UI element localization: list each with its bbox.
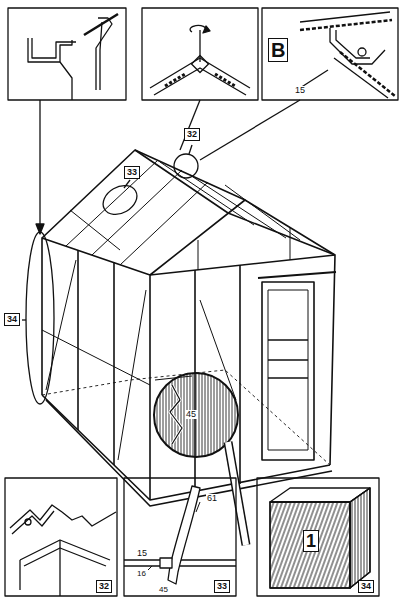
callout-number: 33 bbox=[214, 580, 230, 593]
callout-number: 34 bbox=[4, 313, 20, 326]
panel-number: 1 bbox=[303, 530, 319, 552]
callout-number: 32 bbox=[184, 128, 200, 141]
ridge-detail bbox=[150, 25, 250, 95]
leader-line bbox=[39, 100, 40, 228]
leader-line bbox=[180, 100, 200, 150]
glass-panel bbox=[270, 488, 370, 588]
part-number: 45 bbox=[158, 586, 169, 594]
gutter-profile bbox=[28, 14, 118, 100]
leader-line bbox=[124, 180, 130, 188]
part-number: 16 bbox=[136, 570, 147, 578]
part-number: 15 bbox=[136, 549, 148, 558]
glazing-bar-detail bbox=[300, 12, 395, 98]
inset-frame bbox=[142, 8, 258, 100]
callout-number: 34 bbox=[358, 580, 374, 593]
callout-number: 32 bbox=[96, 580, 112, 593]
corner-profile bbox=[10, 505, 116, 596]
greenhouse-frame bbox=[42, 150, 336, 506]
detail-letter: B bbox=[268, 38, 288, 62]
inset-frame bbox=[262, 8, 398, 100]
part-number: 61 bbox=[206, 494, 218, 503]
leader-line bbox=[200, 100, 300, 160]
clip-detail bbox=[124, 486, 236, 584]
inset-frame bbox=[5, 478, 117, 596]
part-number: 45 bbox=[185, 410, 197, 419]
leader-line bbox=[22, 319, 26, 320]
inset-frame bbox=[124, 478, 236, 596]
inset-frame bbox=[8, 8, 126, 100]
callout-number: 33 bbox=[124, 166, 140, 179]
part-number: 15 bbox=[294, 86, 306, 95]
callout-ellipse bbox=[26, 232, 54, 404]
callout-ellipse bbox=[98, 180, 142, 221]
magnifier bbox=[154, 373, 246, 545]
inset-frame bbox=[257, 478, 379, 596]
leader-line bbox=[189, 145, 192, 154]
callout-circle bbox=[174, 154, 198, 178]
